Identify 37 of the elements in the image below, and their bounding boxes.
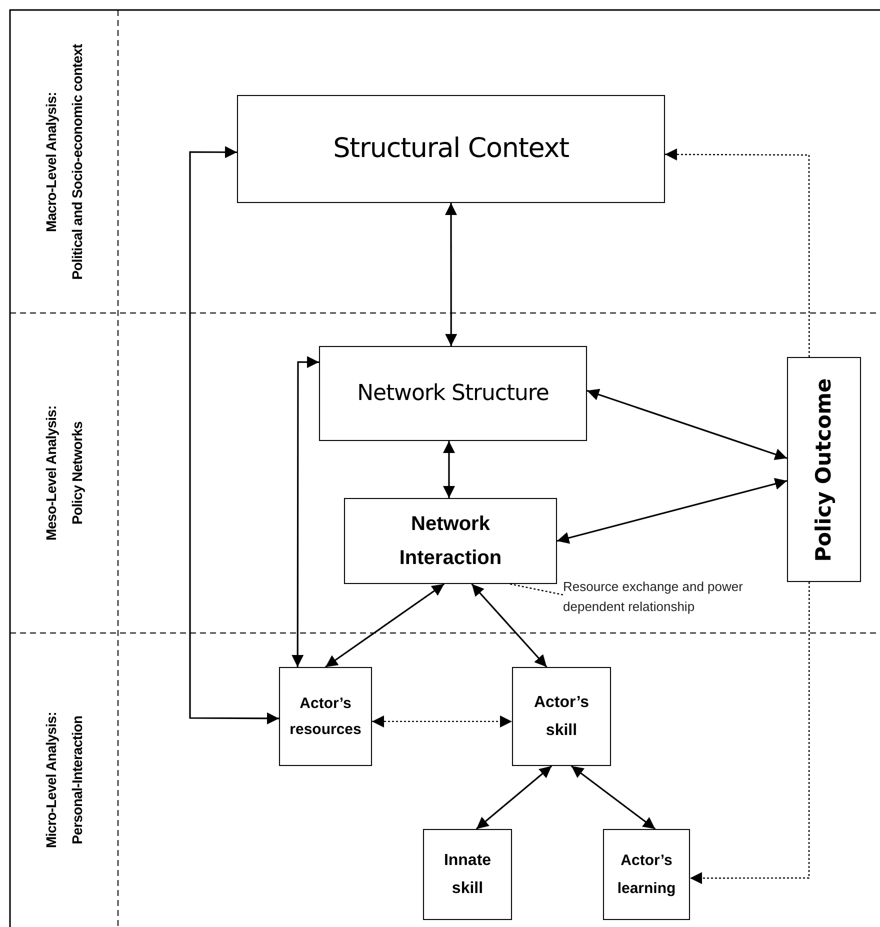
arrow: [445, 203, 458, 346]
process-box: [423, 829, 512, 920]
arrow: [292, 356, 319, 667]
process-box: [512, 667, 611, 766]
process-box: [603, 829, 690, 920]
box-label: Policy Outcome: [811, 378, 836, 562]
box-label: Actor’s skill: [532, 692, 590, 740]
level-label: Political and Socio-economic context: [68, 44, 86, 280]
arrow: [665, 148, 810, 357]
box-label: Network Interaction: [398, 512, 503, 571]
level-label: Micro-Level Analysis:: [42, 712, 60, 848]
process-box: [344, 498, 557, 584]
arrow: [690, 582, 810, 884]
arrow: [471, 583, 548, 668]
leader-line: [510, 583, 564, 596]
process-box: [279, 667, 372, 766]
process-box: [787, 357, 861, 582]
arrow: [442, 441, 455, 498]
level-label: Policy Networks: [68, 422, 86, 524]
arrow: [476, 765, 552, 830]
level-label: Macro-Level Analysis:: [42, 92, 60, 232]
arrow: [570, 765, 656, 830]
annotation-text: Resource exchange and power dependent relationship: [563, 575, 778, 619]
process-box: [319, 346, 587, 441]
arrow: [325, 583, 445, 668]
box-label: Network Structure: [356, 380, 550, 408]
box-label: Actor’s resources: [288, 694, 362, 740]
arrow: [372, 715, 512, 728]
level-label: Meso-Level Analysis:: [42, 406, 60, 540]
arrow: [586, 388, 788, 460]
level-label: Personal-Interaction: [68, 716, 86, 844]
box-label: Innate skill: [442, 850, 492, 898]
arrow: [189, 146, 279, 724]
box-label: Structural Context: [332, 132, 570, 166]
arrow: [556, 478, 788, 544]
process-box: [237, 95, 665, 203]
box-label: Actor’s learning: [616, 850, 677, 898]
